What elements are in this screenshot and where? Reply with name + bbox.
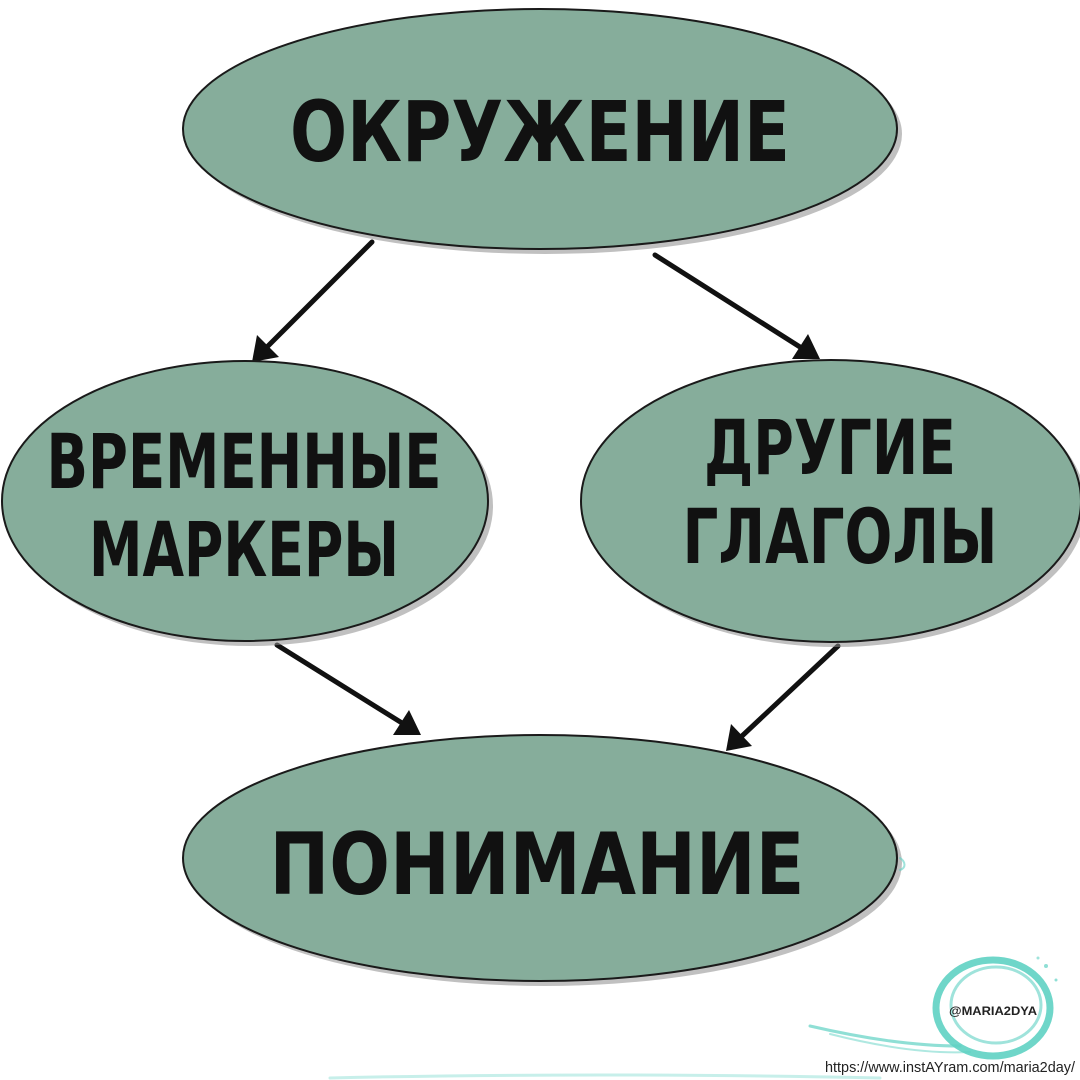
node-ellipse <box>1 360 489 642</box>
watermark-swirl-icon <box>328 857 1058 1080</box>
node-other-verbs-label-line2: ГЛАГОЛЫ <box>683 492 998 581</box>
arrow-head <box>252 335 279 362</box>
arrow-head <box>393 710 421 735</box>
watermark-url: https://www.instAYram.com/maria2day/ <box>825 1059 1076 1076</box>
arrow-line <box>652 252 803 350</box>
arrow-head <box>792 334 820 359</box>
edge-other-verbs-to-understanding <box>726 643 841 751</box>
edge-time-markers-to-understanding <box>274 642 421 735</box>
edge-environment-to-other-verbs <box>652 252 820 359</box>
node-time-markers: ВРЕМЕННЫЕ МАРКЕРЫ <box>1 360 493 646</box>
node-environment-label: ОКРУЖЕНИЕ <box>290 83 790 181</box>
node-other-verbs: ДРУГИЕ ГЛАГОЛЫ <box>580 359 1080 647</box>
node-understanding: ПОНИМАНИЕ <box>182 734 902 986</box>
node-ellipse <box>580 359 1080 643</box>
arrow-line <box>265 239 375 349</box>
node-other-verbs-label-line1: ДРУГИЕ <box>704 403 956 492</box>
node-environment: ОКРУЖЕНИЕ <box>182 8 902 254</box>
node-understanding-label: ПОНИМАНИЕ <box>270 815 805 915</box>
node-ellipse <box>182 734 898 982</box>
arrow-line <box>274 642 405 726</box>
node-time-markers-label-line1: ВРЕМЕННЫЕ <box>47 417 442 506</box>
watermark: @MARIA2DYA https://www.instAYram.com/mar… <box>328 857 1076 1080</box>
node-time-markers-label-line2: МАРКЕРЫ <box>89 505 399 594</box>
node-ellipse <box>182 8 898 250</box>
arrow-line <box>739 643 841 739</box>
edge-environment-to-time-markers <box>252 239 375 362</box>
arrow-head <box>726 724 752 751</box>
watermark-handle: @MARIA2DYA <box>949 1004 1037 1018</box>
